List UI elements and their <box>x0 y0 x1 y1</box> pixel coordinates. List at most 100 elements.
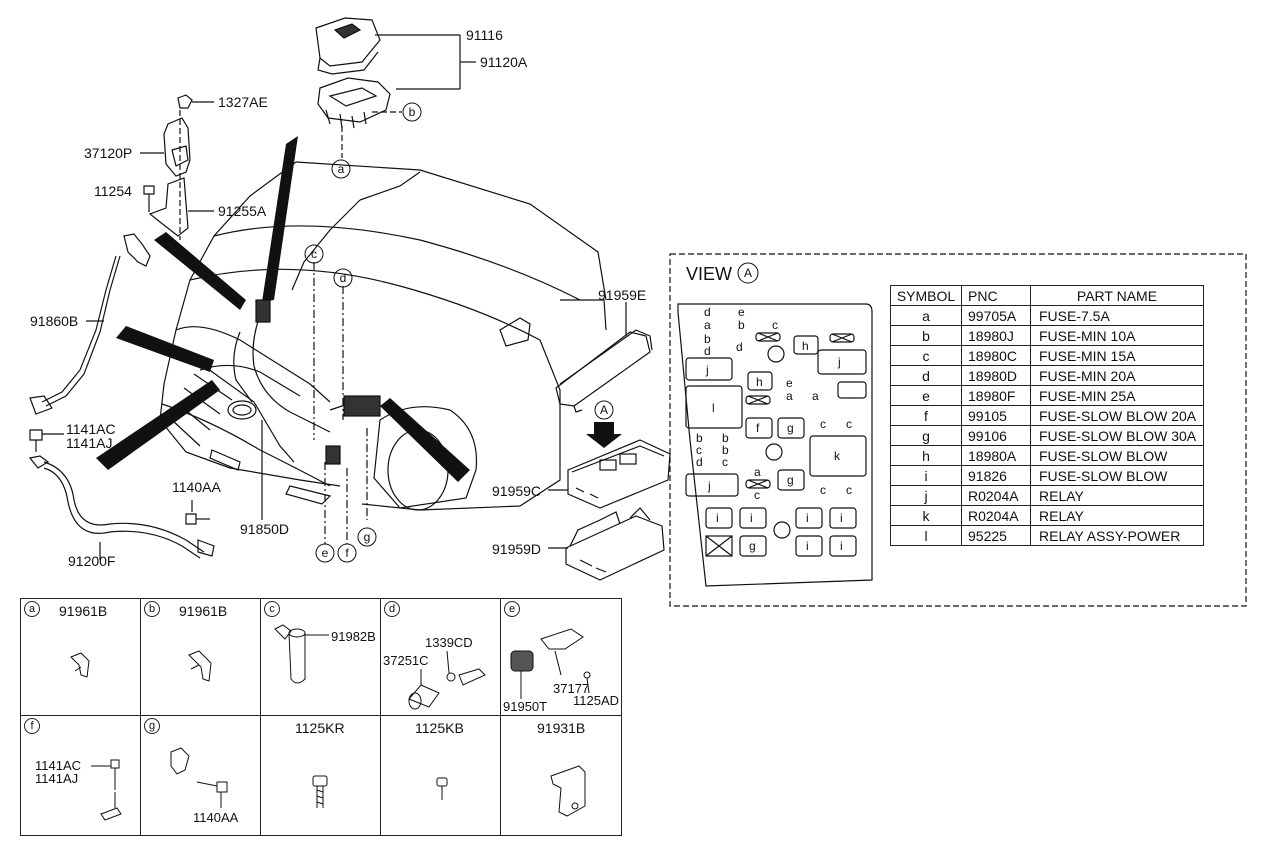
grid-part-e1: 37177 <box>553 681 590 696</box>
cell-name: FUSE-7.5A <box>1030 305 1204 326</box>
cell-name: RELAY <box>1030 505 1204 526</box>
label-1140AA: 1140AA <box>172 479 221 495</box>
cell-symbol: e <box>890 385 962 406</box>
svg-text:f: f <box>756 421 760 435</box>
svg-text:c: c <box>696 443 702 457</box>
cell-name: FUSE-MIN 10A <box>1030 325 1204 346</box>
svg-text:h: h <box>756 375 763 389</box>
cell-symbol: j <box>890 485 962 506</box>
label-91255A: 91255A <box>218 203 267 219</box>
svg-text:i: i <box>806 511 809 525</box>
grid-part-c: 91982B <box>331 629 376 644</box>
cell-pnc: 18980J <box>961 325 1031 346</box>
grid-cell-i: 1125KB <box>380 715 501 836</box>
wiring-harness <box>199 299 381 465</box>
tag-e: e <box>322 546 329 560</box>
cell-symbol: a <box>890 305 962 326</box>
nut-part <box>177 94 193 109</box>
svg-text:i: i <box>750 511 753 525</box>
svg-text:b: b <box>722 431 729 445</box>
fuse-letters: d e a b c b d d h j j h e a a l f g c c … <box>696 305 852 553</box>
sensor-icon <box>408 650 486 710</box>
svg-text:h: h <box>802 339 809 353</box>
parts-grid: a 91961B b 91961B c 91982B d 1339CD 3725… <box>20 598 622 836</box>
tag-view-a: A <box>600 403 608 417</box>
bracket-bolt-icon <box>170 747 228 808</box>
svg-text:b: b <box>704 332 711 346</box>
fuse-cover-91959E <box>555 329 653 413</box>
cell-name: FUSE-SLOW BLOW 20A <box>1030 405 1204 426</box>
cell-symbol: k <box>890 505 962 526</box>
fuse-panel <box>677 303 873 587</box>
tag-c: c <box>311 247 317 261</box>
cell-name: RELAY ASSY-POWER <box>1030 525 1204 546</box>
svg-text:a: a <box>754 465 761 479</box>
ground-bolt-icon <box>91 759 122 821</box>
col-part-name: PART NAME <box>1030 285 1204 306</box>
tag-b: b <box>409 105 416 119</box>
cell-name: RELAY <box>1030 485 1204 506</box>
bolt-11254 <box>143 185 155 212</box>
label-91959C: 91959C <box>492 483 541 499</box>
bolt-1140AA <box>185 500 210 525</box>
svg-text:a: a <box>812 389 819 403</box>
grid-tag-g: g <box>144 718 160 734</box>
grid-code-i: 1125KB <box>415 720 464 736</box>
grid-cell-b: b 91961B <box>140 598 261 716</box>
cell-name: FUSE-SLOW BLOW 30A <box>1030 425 1204 446</box>
label-91959E: 91959E <box>598 287 646 303</box>
label-91850D: 91850D <box>240 521 289 537</box>
cell-name: FUSE-MIN 25A <box>1030 385 1204 406</box>
view-tag: A <box>744 266 752 280</box>
cell-symbol: h <box>890 445 962 466</box>
label-91860B: 91860B <box>30 313 78 329</box>
svg-text:i: i <box>840 511 843 525</box>
svg-text:j: j <box>707 479 711 493</box>
svg-text:c: c <box>846 483 852 497</box>
cell-symbol: l <box>890 525 962 546</box>
cell-name: FUSE-MIN 15A <box>1030 345 1204 366</box>
grid-part-d2: 37251C <box>383 653 429 668</box>
svg-text:c: c <box>722 455 728 469</box>
cell-symbol: f <box>890 405 962 426</box>
grid-tag-d: d <box>384 601 400 617</box>
svg-text:l: l <box>712 401 715 415</box>
arrow-a-icon <box>586 422 622 448</box>
grid-code-j: 91931B <box>537 720 586 736</box>
svg-text:c: c <box>820 483 826 497</box>
grid-tag-e: e <box>504 601 520 617</box>
label-91200F: 91200F <box>68 553 115 569</box>
cell-name: FUSE-SLOW BLOW <box>1030 445 1204 466</box>
cell-symbol: d <box>890 365 962 386</box>
cell-name: FUSE-SLOW BLOW <box>1030 465 1204 486</box>
bracket-37120P <box>163 117 191 177</box>
svg-text:g: g <box>749 539 756 553</box>
svg-text:i: i <box>806 539 809 553</box>
cell-pnc: 99705A <box>961 305 1031 326</box>
cell-name: FUSE-MIN 20A <box>1030 365 1204 386</box>
ground-cable <box>28 455 215 559</box>
grommet-icon <box>274 624 329 684</box>
cell-symbol: b <box>890 325 962 346</box>
fuse-block-91959C <box>567 439 671 509</box>
tag-g: g <box>364 530 371 544</box>
bracket-91255A <box>148 177 189 237</box>
cell-pnc: R0204A <box>961 505 1031 526</box>
screw-icon <box>312 775 328 808</box>
svg-text:i: i <box>840 539 843 553</box>
label-91116: 91116 <box>466 27 503 43</box>
grid-part-e2: 91950T <box>503 699 548 714</box>
svg-text:c: c <box>754 488 760 502</box>
leader-lines <box>313 262 368 544</box>
vehicle-outline <box>159 161 607 511</box>
cell-pnc: 18980A <box>961 445 1031 466</box>
